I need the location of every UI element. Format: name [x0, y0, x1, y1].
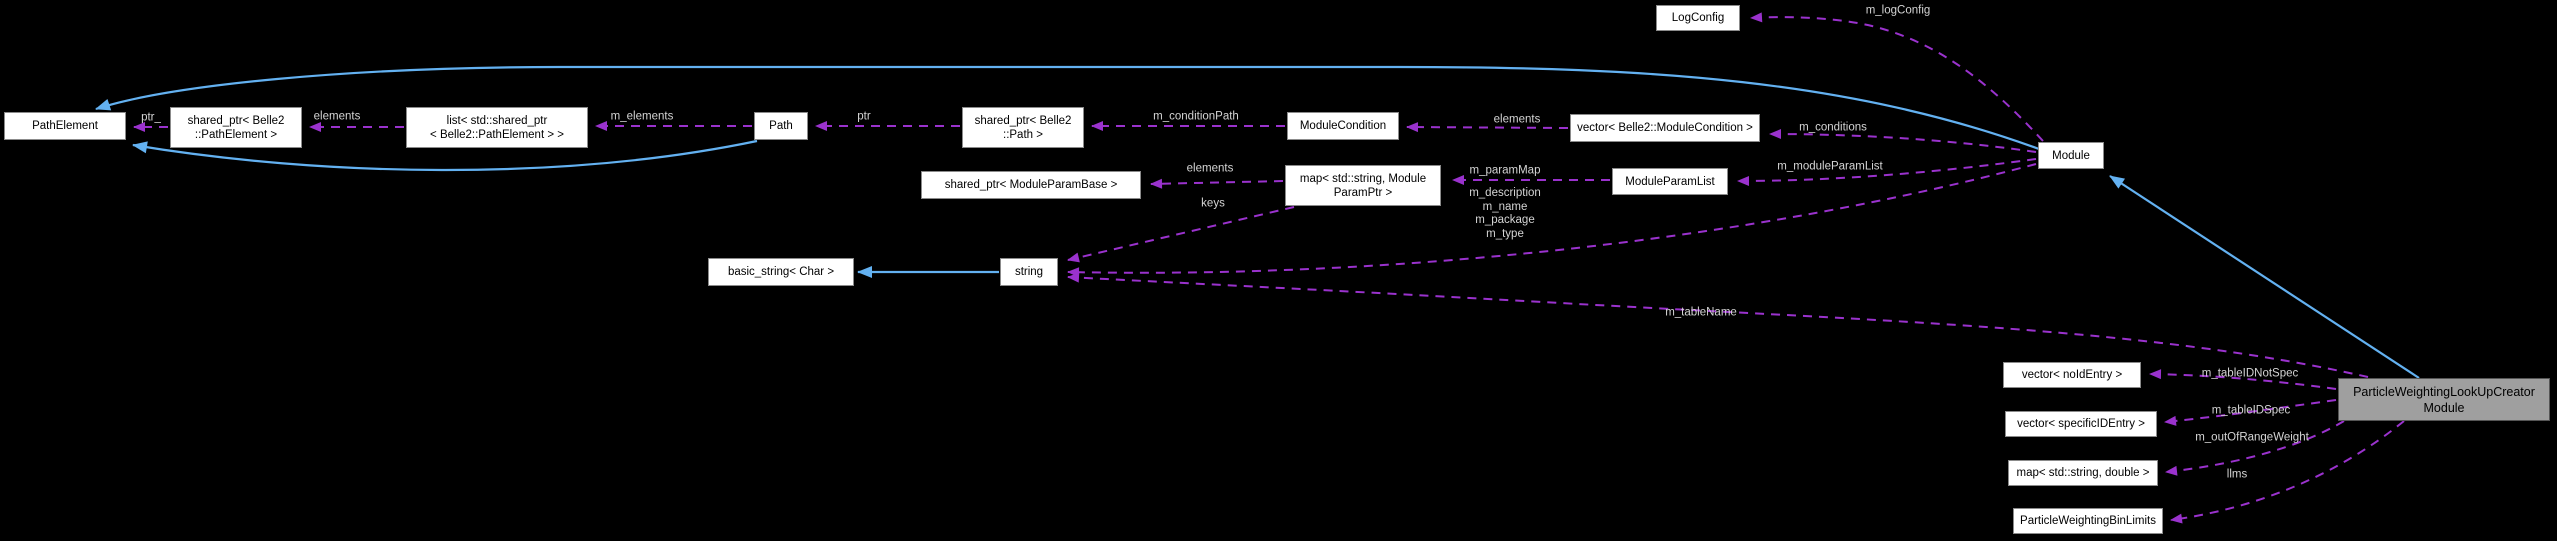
edge-m-outofrangeweight: [2165, 420, 2345, 476]
edge-m-tableidnotspec: [2149, 369, 2337, 390]
node-moduleparamlist[interactable]: ModuleParamList: [1612, 168, 1728, 195]
node-map-string-double[interactable]: map< std::string, double >: [2008, 460, 2158, 486]
node-path[interactable]: Path: [754, 112, 808, 140]
edge-pwluc-to-module: [2109, 175, 2420, 379]
node-modulecondition[interactable]: ModuleCondition: [1287, 112, 1399, 140]
edge-module-to-pathelement: [95, 65, 2040, 151]
edge-llms: [2170, 420, 2405, 524]
node-basic-string[interactable]: basic_string< Char >: [708, 258, 854, 286]
edge-m-string-members: [1067, 163, 2037, 278]
node-map-moduleparamptr[interactable]: map< std::string, Module ParamPtr >: [1285, 165, 1441, 206]
node-vector-modulecondition[interactable]: vector< Belle2::ModuleCondition >: [1570, 114, 1760, 142]
node-string[interactable]: string: [1000, 258, 1058, 286]
edge-m-tablename: [1067, 272, 2369, 378]
edge-m-moduleparamlist: [1737, 158, 2037, 186]
node-module[interactable]: Module: [2038, 142, 2104, 169]
node-particleweightinglookupcreatormodule[interactable]: ParticleWeightingLookUpCreator Module: [2338, 378, 2550, 421]
edge-elements-parambase: [1150, 178, 1284, 189]
edge-path-to-pathelement: [132, 139, 758, 172]
edge-elements-modulecondition: [1406, 122, 1569, 133]
node-logconfig[interactable]: LogConfig: [1656, 5, 1740, 31]
node-particleweightingbinlimits[interactable]: ParticleWeightingBinLimits: [2013, 508, 2163, 534]
node-list-shared-ptr-pathelement[interactable]: list< std::shared_ptr < Belle2::PathElem…: [406, 107, 588, 148]
edge-m-tableidspec: [2164, 399, 2337, 426]
node-shared-ptr-moduleparambase[interactable]: shared_ptr< ModuleParamBase >: [921, 171, 1141, 199]
node-shared-ptr-pathelement[interactable]: shared_ptr< Belle2 ::PathElement >: [170, 107, 302, 148]
node-vector-specificidentry[interactable]: vector< specificIDEntry >: [2005, 411, 2157, 437]
node-shared-ptr-path[interactable]: shared_ptr< Belle2 ::Path >: [962, 107, 1084, 148]
node-pathelement[interactable]: PathElement: [4, 112, 126, 140]
node-vector-noidentry[interactable]: vector< noIdEntry >: [2003, 362, 2141, 388]
edge-m-conditions: [1769, 129, 2037, 153]
edge-m-logconfig: [1750, 12, 2044, 142]
edge-keys: [1067, 206, 1295, 263]
